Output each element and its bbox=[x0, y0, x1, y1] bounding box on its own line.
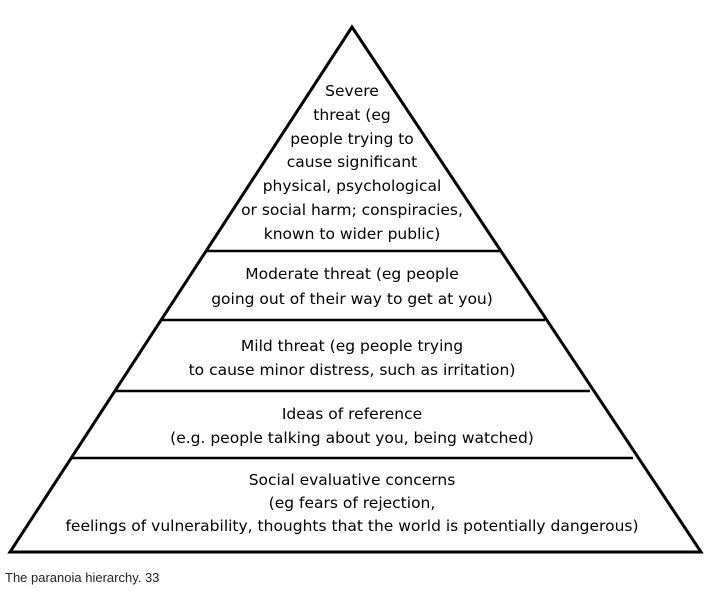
level-text-line: (eg fears of rejection, bbox=[269, 494, 436, 512]
level-text-line: people trying to bbox=[290, 130, 414, 148]
level-text-line: going out of their way to get at you) bbox=[211, 290, 493, 308]
level-text-line: known to wider public) bbox=[264, 225, 441, 243]
level-text-line: cause significant bbox=[287, 153, 417, 171]
level-text-line: Mild threat (eg people trying bbox=[241, 337, 463, 355]
level-text-line: threat (eg bbox=[313, 106, 390, 124]
level-text-line: Severe bbox=[325, 82, 379, 100]
level-text-line: to cause minor distress, such as irritat… bbox=[189, 361, 516, 379]
level-severe-threat: Severe threat (eg people trying to cause… bbox=[241, 82, 463, 243]
level-ideas-of-reference: Ideas of reference (e.g. people talking … bbox=[170, 405, 534, 447]
level-text-line: Social evaluative concerns bbox=[249, 471, 456, 489]
level-text-line: Moderate threat (eg people bbox=[245, 265, 459, 283]
level-text-line: (e.g. people talking about you, being wa… bbox=[170, 429, 534, 447]
level-mild-threat: Mild threat (eg people trying to cause m… bbox=[189, 337, 516, 379]
level-social-evaluative-concerns: Social evaluative concerns (eg fears of … bbox=[65, 471, 638, 535]
level-text-line: physical, psychological bbox=[263, 177, 442, 195]
level-text-line: feelings of vulnerability, thoughts that… bbox=[65, 517, 638, 535]
level-moderate-threat: Moderate threat (eg people going out of … bbox=[211, 265, 493, 308]
level-text-line: Ideas of reference bbox=[282, 405, 422, 423]
level-text-line: or social harm; conspiracies, bbox=[241, 201, 463, 219]
figure-caption: The paranoia hierarchy. 33 bbox=[5, 570, 160, 585]
pyramid-outline bbox=[7, 24, 704, 554]
pyramid-diagram: Severe threat (eg people trying to cause… bbox=[7, 24, 704, 554]
